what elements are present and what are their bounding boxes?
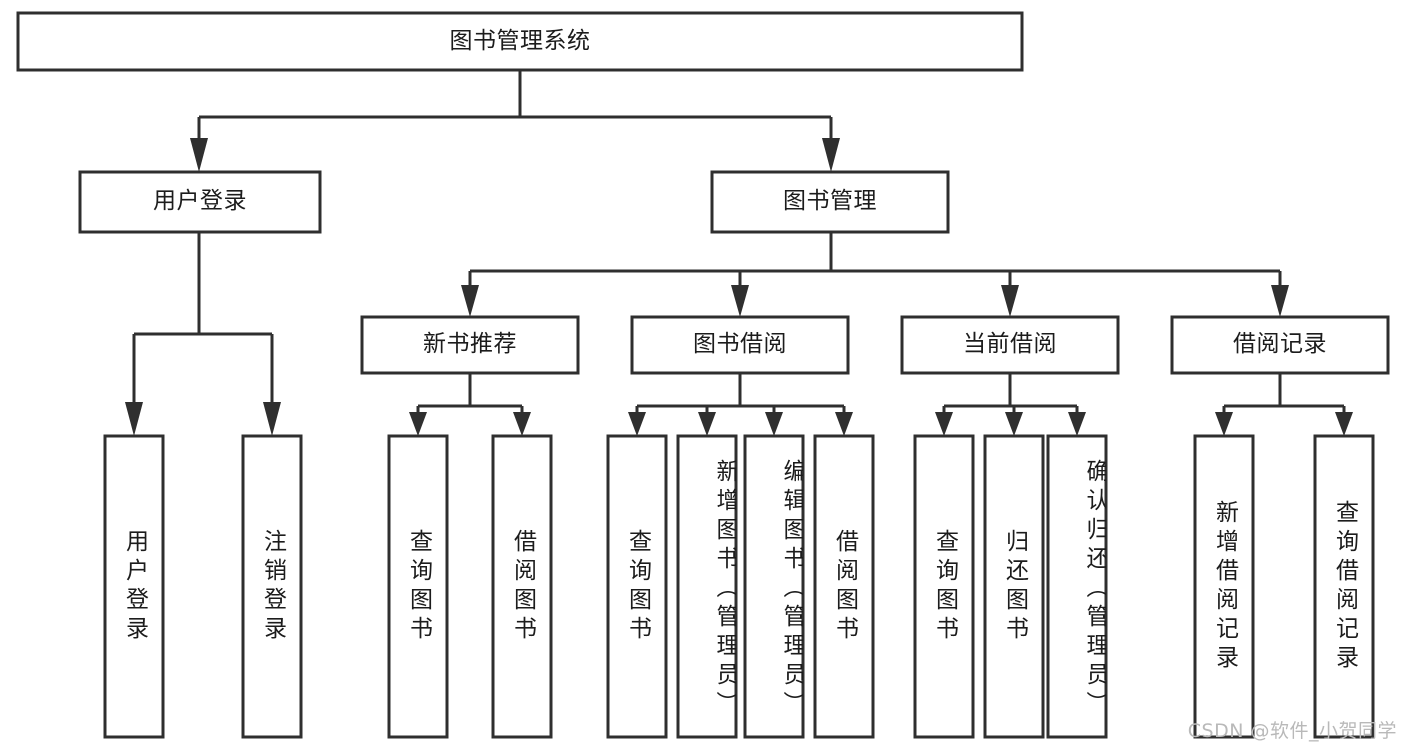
leaf-book-borrow-1[interactable] — [676, 434, 738, 739]
node-current-borrow[interactable] — [900, 315, 1120, 375]
leaf-current-borrow-0[interactable] — [913, 434, 975, 739]
leaf-book-borrow-0[interactable] — [606, 434, 668, 739]
connector-newbook-to-leaves — [409, 373, 531, 436]
leaf-current-borrow-1[interactable] — [983, 434, 1045, 739]
leaf-user-login-1[interactable] — [241, 434, 303, 739]
connector-currentborrow-to-leaves — [935, 373, 1086, 436]
leaf-borrow-record-1[interactable] — [1313, 434, 1375, 739]
leaf-new-book-1[interactable] — [491, 434, 553, 739]
csdn-watermark: CSDN @软件_小贺同学 — [1187, 720, 1397, 742]
leaf-borrow-record-0[interactable] — [1193, 434, 1255, 739]
leaf-new-book-0[interactable] — [387, 434, 449, 739]
connector-root-to-level2 — [190, 70, 840, 172]
connector-borrowrecord-to-leaves — [1215, 373, 1353, 436]
node-borrow-record[interactable] — [1170, 315, 1390, 375]
connector-bookmgmt-to-level3 — [461, 232, 1289, 317]
node-user-login[interactable] — [78, 170, 322, 234]
node-new-book-recommend[interactable] — [360, 315, 580, 375]
connector-bookborrow-to-leaves — [628, 373, 853, 436]
leaf-current-borrow-2[interactable] — [1046, 434, 1108, 739]
node-root[interactable] — [16, 11, 1024, 72]
leaf-user-login-0[interactable] — [103, 434, 165, 739]
node-book-borrow[interactable] — [630, 315, 850, 375]
connector-userlogin-to-leaves — [125, 232, 281, 436]
node-book-management[interactable] — [710, 170, 950, 234]
leaf-book-borrow-3[interactable] — [813, 434, 875, 739]
leaf-book-borrow-2[interactable] — [743, 434, 805, 739]
